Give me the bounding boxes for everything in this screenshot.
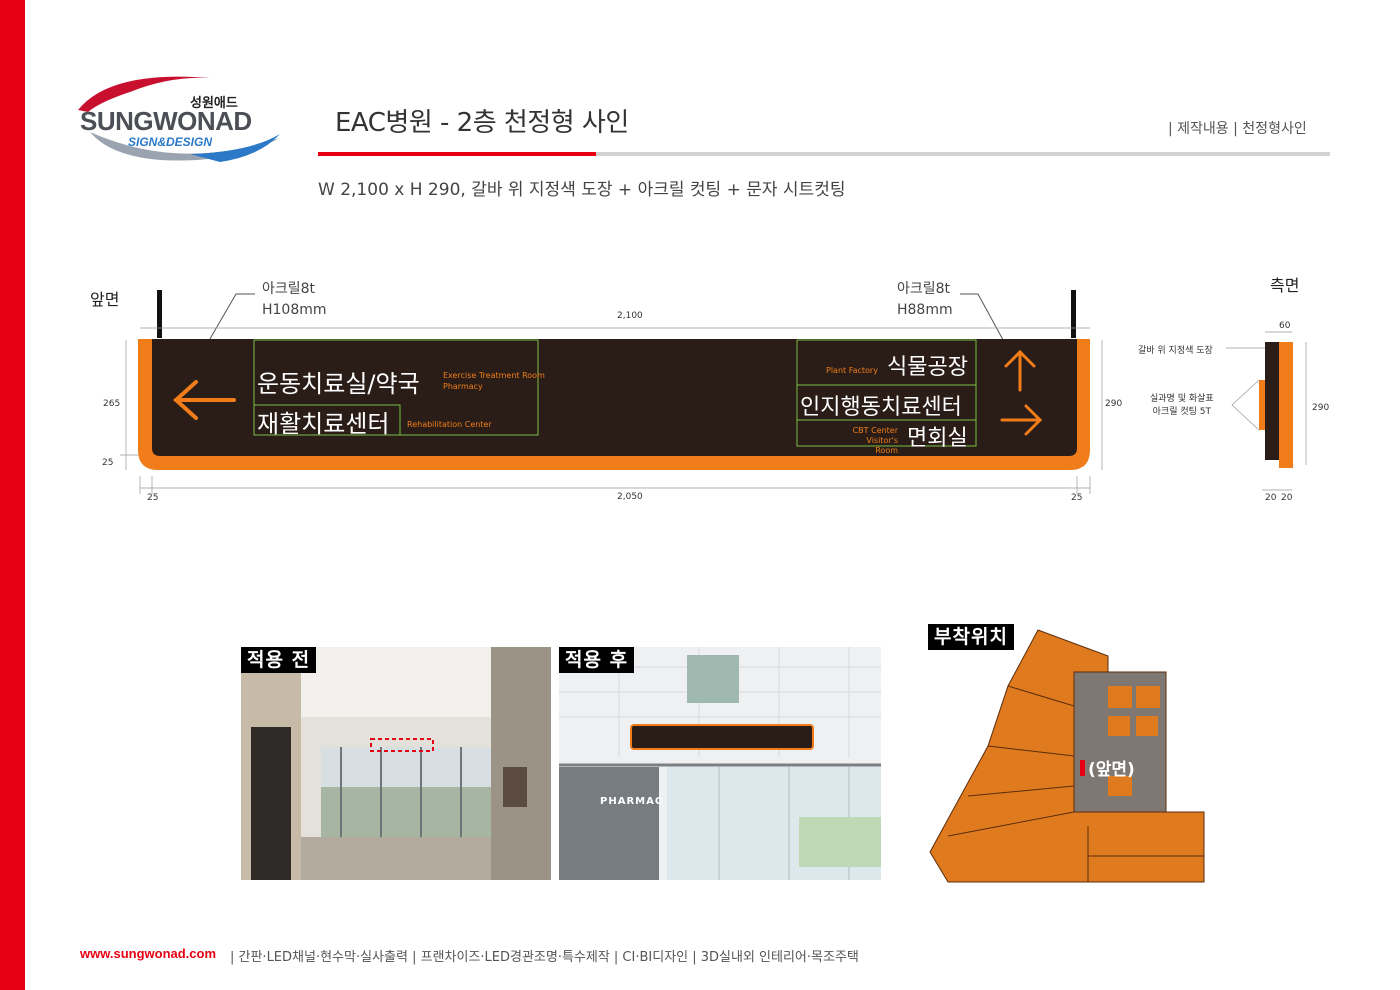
side-note-cut-line2: 아크릴 컷팅 5T <box>1152 407 1212 417</box>
callout-right-material: 아크릴8t <box>897 281 951 297</box>
photo-after <box>559 647 881 880</box>
arrow-right-icon <box>1000 404 1043 436</box>
location-title: 부착위치 <box>928 624 1014 650</box>
sign-sub-exercise-2: Pharmacy <box>443 382 483 391</box>
sign-sub-exercise: Exercise Treatment Room Pharmacy <box>443 370 545 392</box>
brand-name-korean: 성원애드 <box>190 96 238 111</box>
dim-height-total: 290 <box>1105 399 1123 409</box>
dim-height-body: 265 <box>103 399 121 409</box>
sign-text-exercise: 운동치료실/약국 <box>257 370 420 398</box>
title-rule <box>318 152 1330 156</box>
page-title: EAC병원 - 2층 천정형 사인 <box>335 108 629 138</box>
dim-side-width: 60 <box>1279 321 1291 331</box>
sign-text-visitor: 면회실 <box>907 426 968 451</box>
photo-after-label: 적용 후 <box>559 647 635 673</box>
sign-text-cbt: 인지행동치료센터 <box>800 395 962 420</box>
hanging-rod-left <box>157 290 162 338</box>
sign-sub-rehab: Rehabilitation Center <box>407 420 492 429</box>
side-note-paint: 갈바 위 지정색 도장 <box>1138 346 1213 356</box>
sign-text-plant: 식물공장 <box>887 355 968 380</box>
arrow-left-icon <box>173 380 236 420</box>
dim-height-base: 25 <box>102 458 114 468</box>
sign-face <box>152 339 1077 456</box>
dim-left-margin: 25 <box>147 493 159 503</box>
sign-sub-exercise-1: Exercise Treatment Room <box>443 371 545 380</box>
sign-sub-plant: Plant Factory <box>826 366 878 375</box>
side-label: 측면 <box>1270 276 1300 295</box>
footer-website-link[interactable]: www.sungwonad.com <box>80 946 217 961</box>
callout-left-material: 아크릴8t <box>262 281 316 297</box>
photo-after-pharmacy-text: PHARMAC <box>600 796 664 807</box>
side-panel-frame <box>1279 342 1293 468</box>
callout-left: 아크릴8t H108mm <box>262 279 327 321</box>
dim-top-width: 2,100 <box>617 311 643 321</box>
brand-name: SUNGWONAD <box>80 106 252 136</box>
front-label: 앞면 <box>90 290 120 309</box>
left-red-bar <box>0 0 25 990</box>
brand-tagline: SIGN&DESIGN <box>128 135 213 149</box>
dim-side-depth-a: 20 <box>1265 493 1277 503</box>
footer-services: | 간판·LED채널·현수막·실사출력 | 프랜차이즈·LED경관조명·특수제작… <box>230 950 859 965</box>
arrow-up-icon <box>1004 349 1036 392</box>
dim-side-height: 290 <box>1312 403 1330 413</box>
photo-before <box>241 647 551 880</box>
sign-sub-cbt: CBT Center Visitor's Room <box>844 426 898 456</box>
breadcrumb: | 제작내용 | 천정형사인 <box>1168 121 1307 137</box>
brand-logo-swoosh <box>78 76 280 162</box>
dim-side-depth-b: 20 <box>1281 493 1293 503</box>
title-rule-accent <box>318 152 596 156</box>
side-panel-face <box>1265 342 1279 460</box>
floor-plan-map <box>929 629 1205 883</box>
sign-text-rehab: 재활치료센터 <box>257 410 390 438</box>
dim-bottom-width: 2,050 <box>617 492 643 502</box>
side-acrylic <box>1259 380 1265 430</box>
sign-sub-cbt-2: Visitor's Room <box>866 436 898 455</box>
sign-sub-cbt-1: CBT Center <box>852 426 898 435</box>
callout-left-height: H108mm <box>262 302 327 318</box>
dim-right-margin: 25 <box>1071 493 1083 503</box>
side-note-cut-line1: 실과명 및 화살표 <box>1150 394 1214 404</box>
callout-right: 아크릴8t H88mm <box>897 279 953 321</box>
callout-right-height: H88mm <box>897 302 953 318</box>
location-marker-label: (앞면) <box>1088 760 1135 780</box>
spec-description: W 2,100 x H 290, 갈바 위 지정색 도장 + 아크릴 컷팅 + … <box>318 180 846 200</box>
location-marker <box>1080 760 1085 776</box>
side-note-cut: 실과명 및 화살표 아크릴 컷팅 5T <box>1150 393 1214 419</box>
photo-before-label: 적용 전 <box>241 647 317 673</box>
hanging-rod-right <box>1071 290 1076 338</box>
callout-right-leader <box>960 293 1015 361</box>
